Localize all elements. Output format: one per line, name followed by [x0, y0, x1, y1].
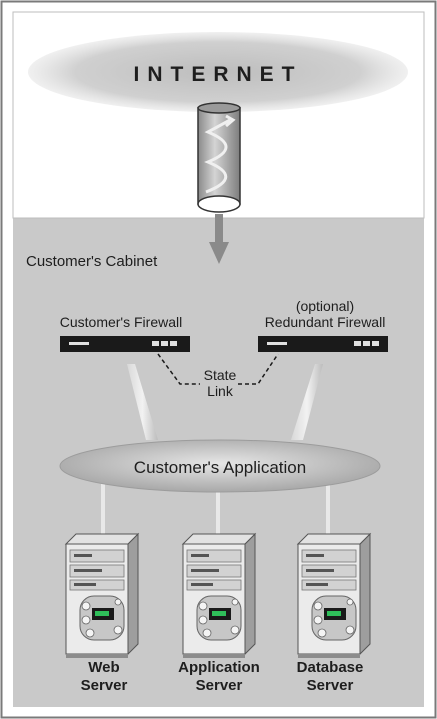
state-link-line	[157, 353, 279, 385]
firewall-redundant-label-line2: Redundant Firewall	[265, 314, 386, 330]
server-tower-db	[296, 532, 372, 658]
connector-db	[326, 480, 330, 534]
internet-cloud	[28, 32, 408, 112]
application-cloud	[59, 439, 381, 493]
server-label-app-line1: Application	[178, 659, 260, 676]
connector-web	[101, 480, 105, 534]
firewall-primary-label: Customer's Firewall	[60, 314, 182, 330]
application-label: Customer's Application	[134, 458, 306, 477]
firewall-redundant	[258, 336, 388, 352]
server-label-db-line1: Database	[297, 659, 364, 676]
server-label-web-line2: Server	[81, 677, 128, 694]
server-tower-app	[181, 532, 257, 658]
server-label-web-line1: Web	[88, 659, 119, 676]
internet-pipe	[197, 102, 241, 213]
state-link-label-line1: State	[204, 367, 237, 383]
server-label-app-line2: Server	[196, 677, 243, 694]
state-link-label-line2: Link	[207, 383, 234, 399]
internet-label: INTERNET	[134, 63, 303, 86]
firewall-redundant-label-line1: (optional)	[296, 298, 354, 314]
beam-right	[291, 364, 323, 440]
server-label-db-line2: Server	[307, 677, 354, 694]
inbound-arrow	[209, 214, 229, 264]
cabinet-label: Customer's Cabinet	[26, 253, 158, 270]
server-tower-web	[64, 532, 140, 658]
beam-left	[127, 364, 158, 440]
firewall-primary	[60, 336, 190, 352]
connector-app	[216, 480, 220, 534]
